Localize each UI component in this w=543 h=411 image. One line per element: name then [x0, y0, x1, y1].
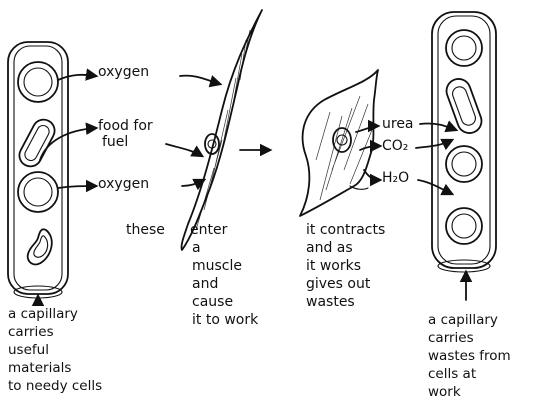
caption-left-3: useful [8, 342, 49, 359]
label-and: and [192, 276, 218, 292]
label-muscle: muscle [192, 258, 242, 274]
left-round-cell-1 [18, 62, 58, 102]
right-cell-3 [446, 146, 482, 182]
label-co2: CO₂ [382, 138, 408, 154]
caption-left-5: to needy cells [8, 378, 102, 395]
label-it-to-work: it to work [192, 312, 258, 328]
right-capillary [432, 12, 496, 272]
label-food-for: food for [98, 118, 153, 134]
caption-left-4: materials [8, 360, 71, 377]
right-cell-4 [446, 208, 482, 244]
caption-left-1: a capillary [8, 306, 78, 323]
short-muscle-cell [300, 70, 378, 216]
caption-right-1: a capillary [428, 312, 498, 329]
arrow-oxygen-2 [58, 186, 96, 188]
caption-right-4: cells at [428, 366, 476, 383]
label-a: a [192, 240, 201, 256]
label-oxygen-1: oxygen [98, 64, 149, 80]
label-fuel: fuel [102, 134, 128, 150]
left-food-cell-2 [28, 229, 52, 264]
caption-contracts-3: it works [306, 258, 361, 274]
caption-right-2: carries [428, 330, 474, 347]
left-round-cell-2 [18, 172, 58, 212]
caption-contracts-2: and as [306, 240, 353, 256]
caption-contracts-5: wastes [306, 294, 355, 310]
caption-left-2: carries [8, 324, 54, 341]
label-h2o: H₂O [382, 170, 409, 186]
label-oxygen-2: oxygen [98, 176, 149, 192]
caption-right-5: work [428, 384, 461, 401]
caption-contracts-4: gives out [306, 276, 370, 292]
long-muscle-cell [181, 10, 262, 250]
right-cell-1 [446, 30, 482, 66]
label-enter: enter [190, 222, 227, 238]
caption-right-3: wastes from [428, 348, 511, 365]
caption-contracts-1: it contracts [306, 222, 385, 238]
label-cause: cause [192, 294, 233, 310]
label-urea: urea [382, 116, 414, 132]
label-these: these [126, 222, 165, 238]
arrow-oxygen-1 [58, 75, 96, 80]
